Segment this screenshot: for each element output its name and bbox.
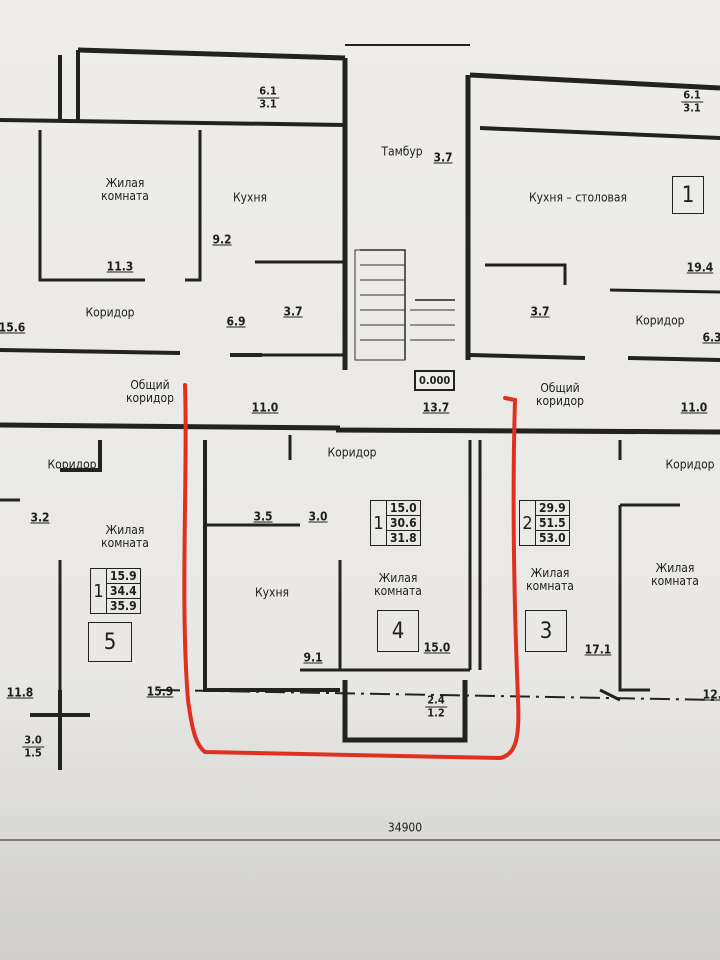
- area-label: 3.5: [253, 509, 273, 524]
- area-label: 11.3: [106, 259, 134, 274]
- total-area: 34.4: [107, 584, 140, 599]
- living-area: 15.0: [387, 501, 420, 516]
- room-label: Кухня – столовая: [528, 190, 628, 205]
- area-label: 3.0: [308, 509, 328, 524]
- highlight-outline: [182, 383, 521, 761]
- area-label: 3.7: [530, 304, 550, 319]
- area-label: 3.2: [30, 510, 50, 525]
- area-label: 13.7: [422, 400, 450, 415]
- area-label: 15.6: [0, 320, 26, 335]
- area-label: 3.7: [283, 304, 303, 319]
- area-label: 6.9: [226, 314, 246, 329]
- apartment-area-table: 1 15.0 30.6 31.8: [370, 500, 421, 546]
- level-mark: 0.000: [414, 370, 456, 391]
- area-label: 19.4: [686, 260, 714, 275]
- total-area: 30.6: [387, 516, 420, 531]
- room-label: Общий коридор: [126, 378, 174, 405]
- room-label: Коридор: [665, 457, 715, 472]
- room-label: Кухня: [233, 190, 267, 205]
- wall: [469, 72, 720, 91]
- area-label: 15.9: [146, 684, 174, 699]
- apartment-number: 1: [672, 176, 704, 214]
- room-label: Жилая комната: [101, 523, 149, 550]
- apartment-number: 3: [525, 610, 567, 652]
- total-area: 51.5: [536, 516, 569, 531]
- total-with-balcony: 53.0: [539, 531, 566, 545]
- area-label: 9.2: [212, 232, 232, 247]
- total-with-balcony: 31.8: [390, 531, 417, 545]
- room-label: Тамбур: [381, 144, 423, 159]
- area-label: 11.0: [680, 400, 708, 415]
- apartment-area-table: 1 15.9 34.4 35.9: [90, 568, 141, 614]
- room-count: 2: [520, 501, 536, 545]
- area-label: 6.3: [702, 330, 720, 345]
- room-label: Общий коридор: [536, 381, 584, 408]
- area-label: 17.1: [584, 642, 612, 657]
- room-count: 1: [91, 569, 107, 613]
- room-label: Коридор: [47, 457, 97, 472]
- area-label: 11.0: [251, 400, 279, 415]
- room-label: Коридор: [85, 305, 135, 320]
- overall-dimension: 34900: [387, 820, 423, 835]
- apartment-number: 5: [88, 622, 132, 662]
- area-label: 11.8: [6, 685, 34, 700]
- room-label: Жилая комната: [651, 561, 699, 588]
- apartment-number: 4: [377, 610, 419, 652]
- apartment-area-table: 2 29.9 51.5 53.0: [519, 500, 570, 546]
- room-count: 1: [371, 501, 387, 545]
- area-label: 12.8: [702, 687, 720, 702]
- room-label: Коридор: [635, 313, 685, 328]
- area-label: 15.0: [423, 640, 451, 655]
- room-label: Коридор: [327, 445, 377, 460]
- wall: [77, 47, 348, 370]
- total-with-balcony: 35.9: [110, 599, 137, 613]
- room-label: Жилая комната: [101, 176, 149, 203]
- area-label: 3.7: [433, 150, 453, 165]
- living-area: 29.9: [536, 501, 569, 516]
- room-label: Жилая комната: [526, 566, 574, 593]
- room-label: Жилая комната: [374, 571, 422, 598]
- living-area: 15.9: [107, 569, 140, 584]
- area-label: 9.1: [303, 650, 323, 665]
- room-label: Кухня: [255, 585, 289, 600]
